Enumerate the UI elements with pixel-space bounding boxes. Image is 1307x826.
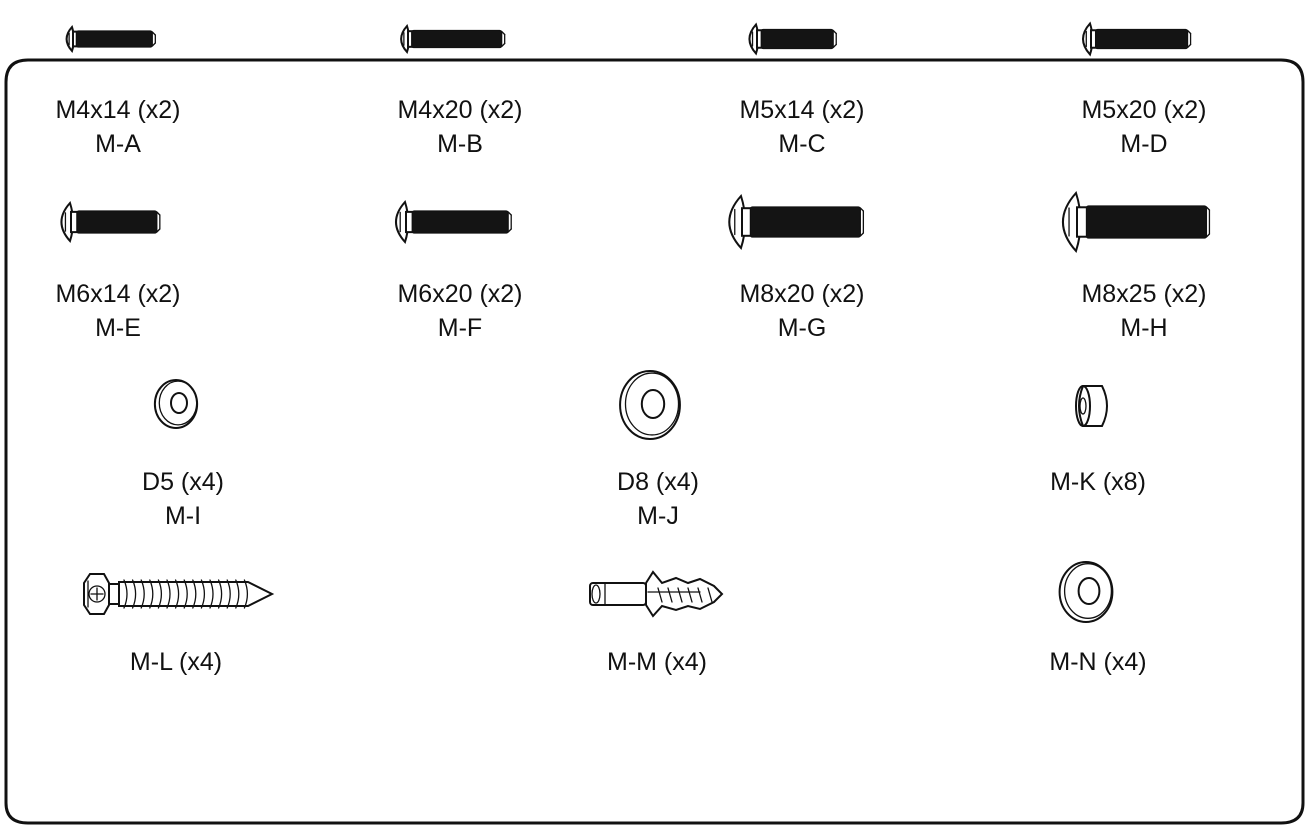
machine-screw-icon	[400, 24, 506, 54]
part-label: M8x25 (x2)	[1081, 280, 1206, 308]
part-code: M-G	[778, 314, 827, 342]
part-label: M6x14 (x2)	[55, 280, 180, 308]
machine-screw-icon	[728, 194, 865, 250]
part-code: M-D	[1120, 130, 1167, 158]
part-m-m: M-M (x4)	[589, 570, 724, 676]
part-m-a: M4x14 (x2) M-A	[55, 25, 181, 158]
part-code: M-I	[165, 502, 201, 530]
part-m-b: M4x20 (x2) M-B	[397, 24, 523, 158]
part-code: M-A	[95, 130, 141, 158]
part-code: M-C	[778, 130, 825, 158]
part-m-g: M8x20 (x2) M-G	[728, 194, 865, 342]
part-m-h: M8x25 (x2) M-H	[1062, 191, 1211, 342]
part-label: M-M (x4)	[607, 648, 707, 676]
lag-bolt-icon	[83, 573, 275, 615]
part-label: D5 (x4)	[142, 468, 224, 496]
part-label: M4x20 (x2)	[397, 96, 522, 124]
parts-frame	[4, 58, 1305, 825]
part-m-c: M5x14 (x2) M-C	[739, 22, 865, 158]
part-label: M6x20 (x2)	[397, 280, 522, 308]
machine-screw-icon	[65, 25, 156, 53]
part-code: M-J	[637, 502, 679, 530]
part-m-j: D8 (x4) M-J	[617, 370, 699, 530]
part-code: M-H	[1120, 314, 1167, 342]
part-m-i: D5 (x4) M-I	[142, 379, 224, 530]
machine-screw-icon	[1082, 21, 1192, 57]
part-m-n: M-N (x4)	[1049, 561, 1147, 676]
part-label: M8x20 (x2)	[739, 280, 864, 308]
part-code: M-E	[95, 314, 141, 342]
part-label: M-L (x4)	[130, 648, 222, 676]
part-label: M5x20 (x2)	[1081, 96, 1206, 124]
part-m-e: M6x14 (x2) M-E	[55, 201, 181, 342]
part-code: M-F	[438, 314, 482, 342]
machine-screw-icon	[60, 201, 161, 243]
part-m-f: M6x20 (x2) M-F	[395, 200, 523, 342]
part-label: M-N (x4)	[1049, 648, 1146, 676]
part-m-k: M-K (x8)	[1050, 385, 1146, 496]
wall-anchor-icon	[589, 570, 724, 618]
machine-screw-icon	[395, 200, 512, 244]
part-label: M-K (x8)	[1050, 468, 1146, 496]
machine-screw-icon	[748, 22, 837, 56]
part-code: M-B	[437, 130, 483, 158]
spacer-icon	[1075, 385, 1108, 427]
washer-icon	[1058, 561, 1114, 623]
washer-icon	[619, 370, 681, 440]
part-label: D8 (x4)	[617, 468, 699, 496]
part-m-d: M5x20 (x2) M-D	[1081, 21, 1207, 158]
washer-icon	[153, 379, 199, 429]
machine-screw-icon	[1062, 191, 1211, 253]
part-m-l: M-L (x4)	[83, 573, 275, 676]
part-label: M4x14 (x2)	[55, 96, 180, 124]
part-label: M5x14 (x2)	[739, 96, 864, 124]
